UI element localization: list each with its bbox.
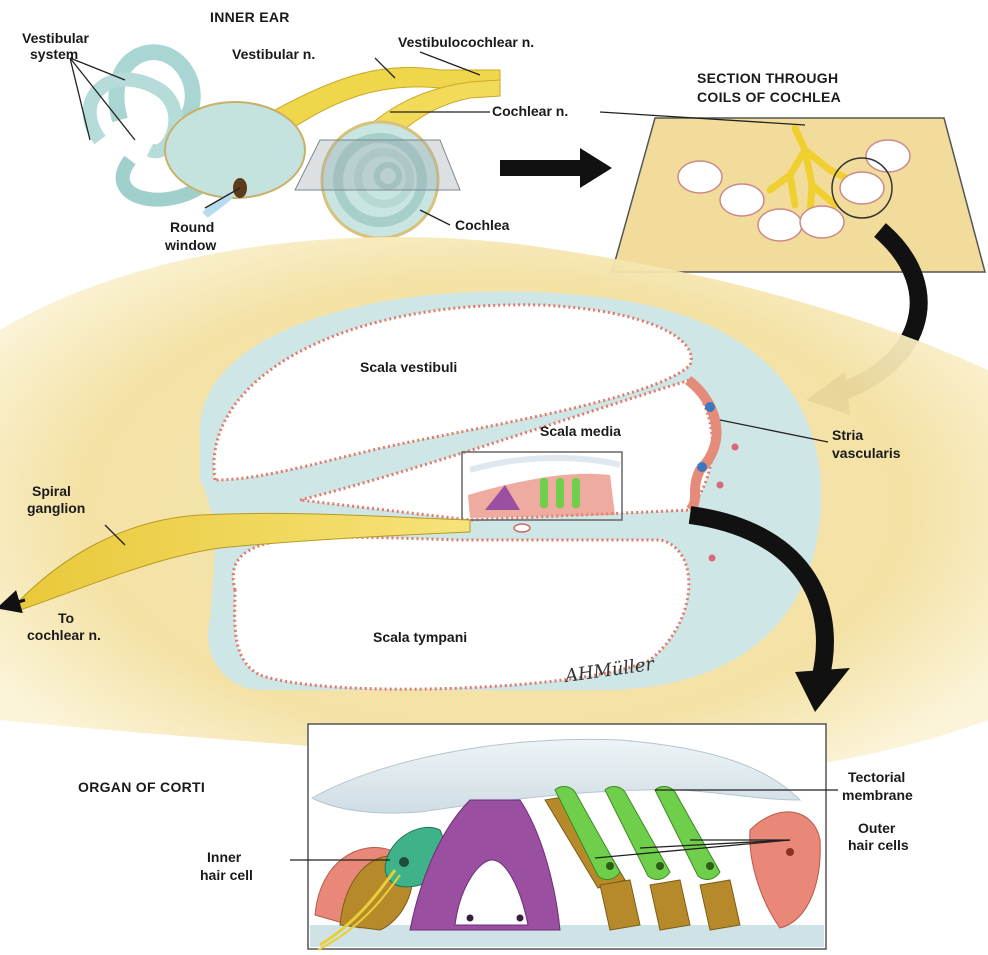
cochlea-section-panel xyxy=(612,118,985,272)
label-vestibulocochlear-n: Vestibulocochlear n. xyxy=(398,34,534,50)
semicircular-canal-2 xyxy=(90,80,176,152)
label-vestibular-n: Vestibular n. xyxy=(232,46,315,62)
inner-ear-illustration xyxy=(90,52,500,238)
label-outer-hair-cells-2: hair cells xyxy=(848,837,909,853)
cochlear-duct-section xyxy=(0,237,988,776)
label-round-window-1: Round xyxy=(170,219,214,235)
label-inner-hair-cell-1: Inner xyxy=(207,849,242,865)
label-round-window-2: window xyxy=(164,237,216,253)
label-tectorial-membrane-2: membrane xyxy=(842,787,913,803)
organ-of-corti-panel xyxy=(308,724,826,950)
label-scala-media: Scala media xyxy=(540,423,621,439)
label-scala-vestibuli: Scala vestibuli xyxy=(360,359,457,375)
label-spiral-ganglion-1: Spiral xyxy=(32,483,71,499)
label-scala-tympani: Scala tympani xyxy=(373,629,467,645)
label-stria-vascularis-2: vascularis xyxy=(832,445,901,461)
arrow-to-section xyxy=(500,148,612,188)
label-inner-hair-cell-2: hair cell xyxy=(200,867,253,883)
title-organ-of-corti: ORGAN OF CORTI xyxy=(78,779,205,795)
section-plane xyxy=(295,140,460,190)
label-to-cochlear-2: cochlear n. xyxy=(27,627,101,643)
label-vestibular-system-2: system xyxy=(30,46,78,62)
title-inner-ear: INNER EAR xyxy=(210,9,290,25)
basilar-membrane xyxy=(310,925,824,947)
label-stria-vascularis-1: Stria xyxy=(832,427,863,443)
title-section-2: COILS OF COCHLEA xyxy=(697,89,841,105)
label-cochlea: Cochlea xyxy=(455,217,510,233)
label-vestibular-system-1: Vestibular xyxy=(22,30,89,46)
label-spiral-ganglion-2: ganglion xyxy=(27,500,85,516)
label-tectorial-membrane-1: Tectorial xyxy=(848,769,905,785)
label-to-cochlear-1: To xyxy=(58,610,74,626)
label-cochlear-n: Cochlear n. xyxy=(492,103,568,119)
title-section-1: SECTION THROUGH xyxy=(697,70,838,86)
label-outer-hair-cells-1: Outer xyxy=(858,820,896,836)
